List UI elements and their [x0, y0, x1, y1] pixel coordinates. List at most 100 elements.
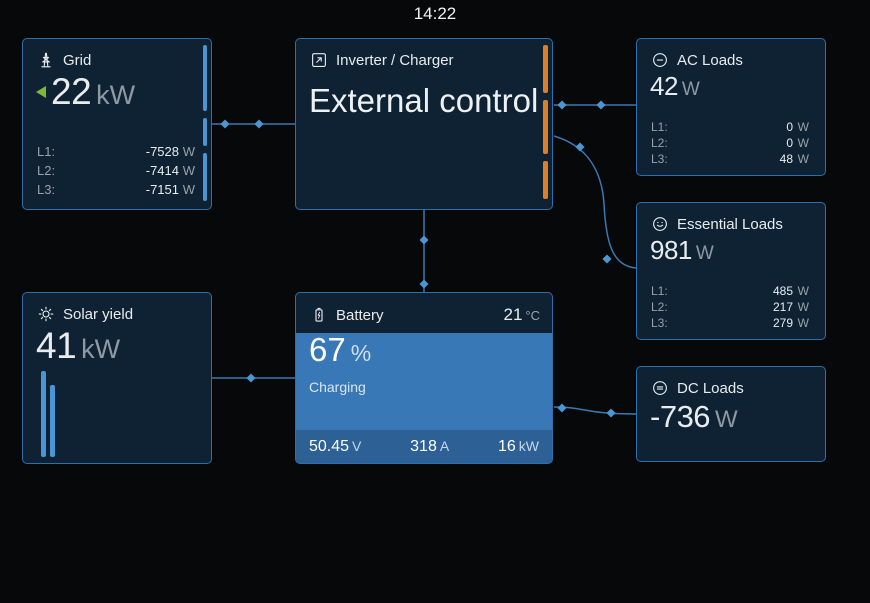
- battery-soc-value: 67: [309, 331, 346, 368]
- solar-yield-card[interactable]: Solar yield 41 kW: [22, 292, 212, 464]
- essential-loads-card[interactable]: Essential Loads 981 W L1: 485 W L2: 217 …: [636, 202, 826, 340]
- battery-metrics-bar: 50.45 V 318 A 16 kW: [296, 430, 552, 463]
- statusbar: 14:22: [0, 0, 870, 28]
- essential-loads-card-header: Essential Loads: [637, 203, 825, 233]
- essential-loads-phase-l3: L3: 279 W: [651, 315, 809, 331]
- battery-voltage-unit: V: [352, 437, 362, 454]
- battery-current: 318 A: [410, 438, 449, 456]
- inverter-card-header: Inverter / Charger: [296, 39, 552, 69]
- phase-value: 217: [772, 300, 793, 314]
- solar-power-reading: 41 kW: [23, 323, 211, 367]
- battery-power: 16 kW: [498, 438, 539, 456]
- battery-current-value: 318: [410, 437, 437, 455]
- phase-label: L1:: [37, 144, 56, 159]
- ac-loads-circle-icon: [651, 51, 669, 69]
- inverter-state-text: External control: [309, 82, 539, 119]
- phase-unit: W: [797, 284, 809, 298]
- battery-temperature: 21 °C: [503, 305, 540, 325]
- ac-loads-power-reading: 42 W: [637, 69, 825, 101]
- ac-loads-phase-l3: L3: 48 W: [651, 151, 809, 167]
- ac-loads-phase-l2: L2: 0 W: [651, 135, 809, 151]
- dc-loads-card-header: DC Loads: [637, 367, 825, 397]
- connector-inverter-essential-loads: [553, 135, 637, 269]
- phase-value: -7528: [145, 144, 179, 159]
- ac-loads-card[interactable]: AC Loads 42 W L1: 0 W L2: 0 W L3: 48 W: [636, 38, 826, 176]
- solar-card-header: Solar yield: [23, 293, 211, 323]
- pylon-icon: [37, 51, 55, 69]
- grid-card-title: Grid: [63, 51, 92, 69]
- phase-value: 0: [786, 136, 793, 150]
- inverter-box-arrow-icon: [310, 51, 328, 69]
- phase-label: L1:: [651, 284, 668, 298]
- grid-phase-l1: L1: -7528 W: [37, 142, 195, 161]
- phase-label: L2:: [37, 163, 56, 178]
- solar-card-title: Solar yield: [63, 305, 134, 323]
- ac-loads-phase-list: L1: 0 W L2: 0 W L3: 48 W: [651, 119, 809, 167]
- grid-power-reading: 22 kW: [23, 69, 211, 113]
- phase-value: -7151: [145, 182, 179, 197]
- phase-value: 48: [779, 152, 793, 166]
- grid-level-bar: [203, 45, 207, 203]
- battery-temperature-unit: °C: [525, 308, 540, 323]
- dc-loads-circle-icon: [651, 379, 669, 397]
- grid-phase-list: L1: -7528 W L2: -7414 W L3: -7151 W: [37, 142, 195, 199]
- phase-label: L3:: [37, 182, 56, 197]
- essential-loads-power-unit: W: [695, 243, 714, 264]
- phase-value: 279: [772, 316, 793, 330]
- battery-charging-icon: [310, 306, 328, 324]
- essential-loads-phase-l1: L1: 485 W: [651, 283, 809, 299]
- essential-loads-card-title: Essential Loads: [677, 215, 783, 233]
- battery-soc-unit: %: [350, 340, 372, 366]
- phase-value: 0: [786, 120, 793, 134]
- phase-unit: W: [797, 120, 809, 134]
- battery-state-text: Charging: [309, 379, 366, 395]
- ac-loads-phase-l1: L1: 0 W: [651, 119, 809, 135]
- solar-production-bars: [41, 371, 55, 457]
- phase-label: L1:: [651, 120, 668, 134]
- grid-phase-l3: L3: -7151 W: [37, 180, 195, 199]
- inverter-card-title: Inverter / Charger: [336, 51, 454, 69]
- phase-label: L3:: [651, 152, 668, 166]
- phase-value: 485: [772, 284, 793, 298]
- essential-loads-power-reading: 981 W: [637, 233, 825, 265]
- inverter-card[interactable]: Inverter / Charger External control: [295, 38, 553, 210]
- phase-unit: W: [182, 144, 195, 159]
- phase-label: L2:: [651, 136, 668, 150]
- inverter-level-bar: [543, 45, 548, 203]
- dc-loads-card[interactable]: DC Loads -736 W: [636, 366, 826, 462]
- essential-loads-phase-l2: L2: 217 W: [651, 299, 809, 315]
- battery-card-header: Battery 21 °C: [296, 293, 552, 325]
- battery-power-value: 16: [497, 437, 516, 455]
- phase-unit: W: [797, 152, 809, 166]
- grid-card[interactable]: Grid 22 kW L1: -7528 W L2: -7414 W L3: -…: [22, 38, 212, 210]
- phase-unit: W: [797, 300, 809, 314]
- ac-loads-power-value: 42: [650, 71, 678, 101]
- ac-loads-card-title: AC Loads: [677, 51, 743, 69]
- phase-value: -7414: [145, 163, 179, 178]
- solar-power-unit: kW: [81, 334, 121, 364]
- battery-voltage: 50.45 V: [309, 438, 361, 456]
- phase-unit: W: [797, 136, 809, 150]
- battery-soc-reading: 67 %: [296, 325, 552, 369]
- phase-unit: W: [182, 163, 195, 178]
- smiley-circle-icon: [651, 215, 669, 233]
- grid-power-unit: kW: [96, 80, 136, 110]
- dc-loads-card-title: DC Loads: [677, 379, 744, 397]
- phase-unit: W: [182, 182, 195, 197]
- solar-power-value: 41: [36, 325, 77, 366]
- grid-card-header: Grid: [23, 39, 211, 69]
- battery-temperature-value: 21: [503, 305, 523, 324]
- ac-loads-card-header: AC Loads: [637, 39, 825, 69]
- grid-phase-l2: L2: -7414 W: [37, 161, 195, 180]
- battery-card[interactable]: Battery 21 °C 67 % Charging 50.45 V 318 …: [295, 292, 553, 464]
- ac-loads-power-unit: W: [681, 79, 700, 100]
- dc-loads-power-unit: W: [715, 406, 738, 433]
- sun-icon: [37, 305, 55, 323]
- dc-loads-power-value: -736: [650, 399, 711, 434]
- essential-loads-power-value: 981: [650, 235, 692, 265]
- phase-label: L2:: [651, 300, 668, 314]
- phase-unit: W: [797, 316, 809, 330]
- battery-power-unit: kW: [518, 437, 539, 454]
- battery-voltage-value: 50.45: [309, 437, 350, 455]
